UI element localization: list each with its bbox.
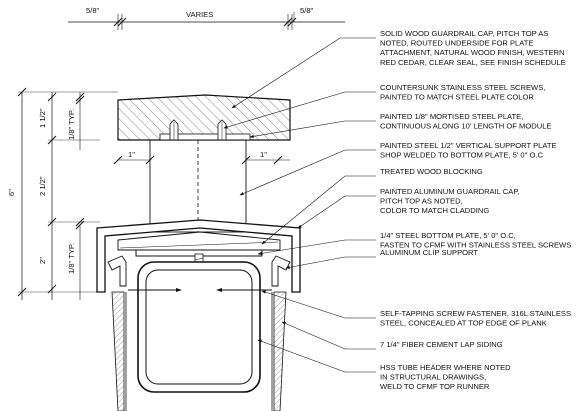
vertical-support-plate: 1" 1" [113, 139, 290, 233]
dim-overall: 6" [7, 189, 16, 196]
callout-note: 7 1/4" FIBER CEMENT LAP SIDING [380, 340, 503, 349]
callout-note: ALUMINUM CLIP SUPPORT [380, 248, 478, 257]
callout-note-line: 1/4" STEEL BOTTOM PLATE, 5' 0" O.C, [380, 231, 516, 240]
callout-note: SELF-TAPPING SCREW FASTENER, 316L STAINL… [380, 309, 571, 328]
callout-note: PAINTED 1/8" MORTISED STEEL PLATE,CONTIN… [380, 112, 552, 131]
dim-lower-gap-typ: 1/8" TYP. [67, 243, 76, 274]
callout-note-line: COLOR TO MATCH CLADDING [380, 206, 489, 215]
callout-note-line: NOTED, ROUTED UNDERSIDE FOR PLATE [380, 39, 533, 48]
callout-note-line: ALUMINUM CLIP SUPPORT [380, 248, 478, 257]
dim-top-left: 5/8" [86, 6, 100, 15]
fiber-cement-siding [111, 291, 287, 411]
callout-note: TREATED WOOD BLOCKING [380, 167, 483, 176]
dim-cap-gap-typ: 1/8" TYP. [67, 109, 76, 140]
callout-note-line: IN STRUCTURAL DRAWINGS, [380, 373, 486, 382]
callout-note: COUNTERSUNK STAINLESS STEEL SCREWS,PAINT… [380, 83, 545, 102]
dim-top-right: 5/8" [300, 6, 314, 15]
callout-note-line: COUNTERSUNK STAINLESS STEEL SCREWS, [380, 83, 545, 92]
callout-note: PAINTED ALUMINUM GUARDRAIL CAP,PITCH TOP… [380, 187, 520, 215]
dim-top-varies: VARIES [186, 10, 213, 19]
callout-note-line: PAINTED TO MATCH STEEL PLATE COLOR [380, 93, 534, 102]
callout-note-line: CONTINUOUS ALONG 10' LENGTH OF MODULE [380, 122, 552, 131]
callout-note-line: 7 1/4" FIBER CEMENT LAP SIDING [380, 340, 503, 349]
callout-note-line: TREATED WOOD BLOCKING [380, 167, 483, 176]
self-tapping-screws [128, 288, 272, 292]
callout-note: PAINTED STEEL 1/2" VERTICAL SUPPORT PLAT… [380, 141, 557, 160]
callout-note-line: PAINTED ALUMINUM GUARDRAIL CAP, [380, 187, 520, 196]
dim-right-offset: 1" [260, 150, 267, 159]
callout-note-line: WELD TO CFMF TOP RUNNER [380, 382, 490, 391]
leader-lines [223, 37, 376, 373]
callout-note-line: ATTACHMENT, NATURAL WOOD FINISH, WESTERN [380, 48, 565, 57]
aluminum-clip-supports [107, 255, 291, 287]
callout-note-line: HSS TUBE HEADER WHERE NOTED [380, 363, 511, 372]
dim-cap-height: 1 1/2" [38, 108, 47, 128]
callout-note-line: SHOP WELDED TO BOTTOM PLATE, 5' 0" O.C [380, 151, 543, 160]
top-dimension-string: 5/8" VARIES 5/8" [68, 6, 345, 30]
callout-note-line: STEEL, CONCEALED AT TOP EDGE OF PLANK [380, 319, 547, 328]
hss-tube-header [137, 261, 261, 393]
callout-note-line: RED CEDAR, CLEAR SEAL, SEE FINISH SCHEDU… [380, 58, 566, 67]
dim-mid-height: 2 1/2" [38, 176, 47, 196]
callout-note-line: PAINTED 1/8" MORTISED STEEL PLATE, [380, 112, 523, 121]
aluminum-guardrail-cap [96, 219, 301, 293]
callout-note-line: FASTEN TO CFMF WITH STAINLESS STEEL SCRE… [380, 241, 571, 250]
dim-lower-height: 2" [38, 257, 47, 264]
callout-note-line: SELF-TAPPING SCREW FASTENER, 316L STAINL… [380, 309, 571, 318]
wood-guardrail-cap [117, 94, 291, 141]
left-dimension-strings: 6" 1 1/2" 2 1/2" 2" 1/8" TYP. 1/8" TYP. [7, 87, 118, 300]
treated-wood-blocking [117, 231, 281, 251]
dim-left-offset: 1" [128, 150, 135, 159]
callout-note-line: PAINTED STEEL 1/2" VERTICAL SUPPORT PLAT… [380, 141, 557, 150]
callout-note-line: SOLID WOOD GUARDRAIL CAP, PITCH TOP AS [380, 29, 548, 38]
callout-note: 1/4" STEEL BOTTOM PLATE, 5' 0" O.C,FASTE… [380, 231, 571, 250]
callout-note-line: PITCH TOP AS NOTED, [380, 197, 463, 206]
